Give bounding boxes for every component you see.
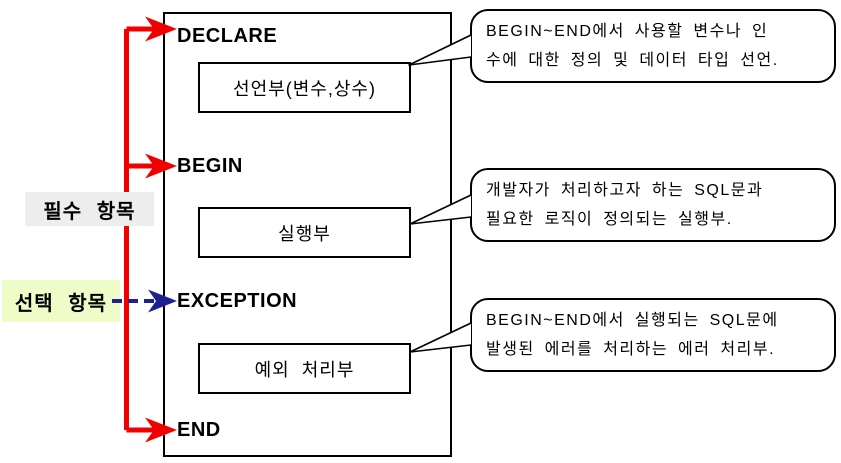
execution-section-box: 실행부 bbox=[198, 207, 411, 258]
optional-items-label: 선택 항목 bbox=[2, 280, 120, 322]
required-items-text: 필수 항목 bbox=[43, 200, 136, 223]
callout-declare-line1: BEGIN~END에서 사용할 변수나 인 bbox=[486, 23, 769, 40]
keyword-declare: DECLARE bbox=[177, 25, 278, 47]
optional-items-text: 선택 항목 bbox=[14, 292, 108, 315]
execution-section-label: 실행부 bbox=[278, 223, 331, 244]
callout-execution-description: 개발자가 처리하고자 하는 SQL문과 필요한 로직이 정의되는 실행부. bbox=[470, 168, 836, 242]
keyword-end: END bbox=[177, 419, 221, 441]
declaration-section-label: 선언부(변수,상수) bbox=[233, 78, 376, 99]
keyword-exception: EXCEPTION bbox=[177, 290, 298, 312]
keyword-begin: BEGIN bbox=[177, 155, 243, 177]
callout-exception-line1: BEGIN~END에서 실행되는 SQL문에 bbox=[486, 312, 779, 329]
callout-execution-line2: 필요한 로직이 정의되는 실행부. bbox=[486, 211, 733, 228]
exception-section-box: 예외 처리부 bbox=[198, 343, 411, 394]
callout-execution-line1: 개발자가 처리하고자 하는 SQL문과 bbox=[486, 182, 764, 199]
callout-exception-line2: 발생된 에러를 처리하는 에러 처리부. bbox=[486, 341, 776, 358]
callout-declare-line2: 수에 대한 정의 및 데이터 타입 선언. bbox=[486, 52, 779, 69]
declaration-section-box: 선언부(변수,상수) bbox=[198, 62, 411, 113]
exception-section-label: 예외 처리부 bbox=[254, 359, 355, 380]
callout-declare-description: BEGIN~END에서 사용할 변수나 인 수에 대한 정의 및 데이터 타입 … bbox=[470, 9, 836, 83]
required-items-label: 필수 항목 bbox=[25, 192, 154, 226]
callout-exception-description: BEGIN~END에서 실행되는 SQL문에 발생된 에러를 처리하는 에러 처… bbox=[470, 298, 836, 372]
